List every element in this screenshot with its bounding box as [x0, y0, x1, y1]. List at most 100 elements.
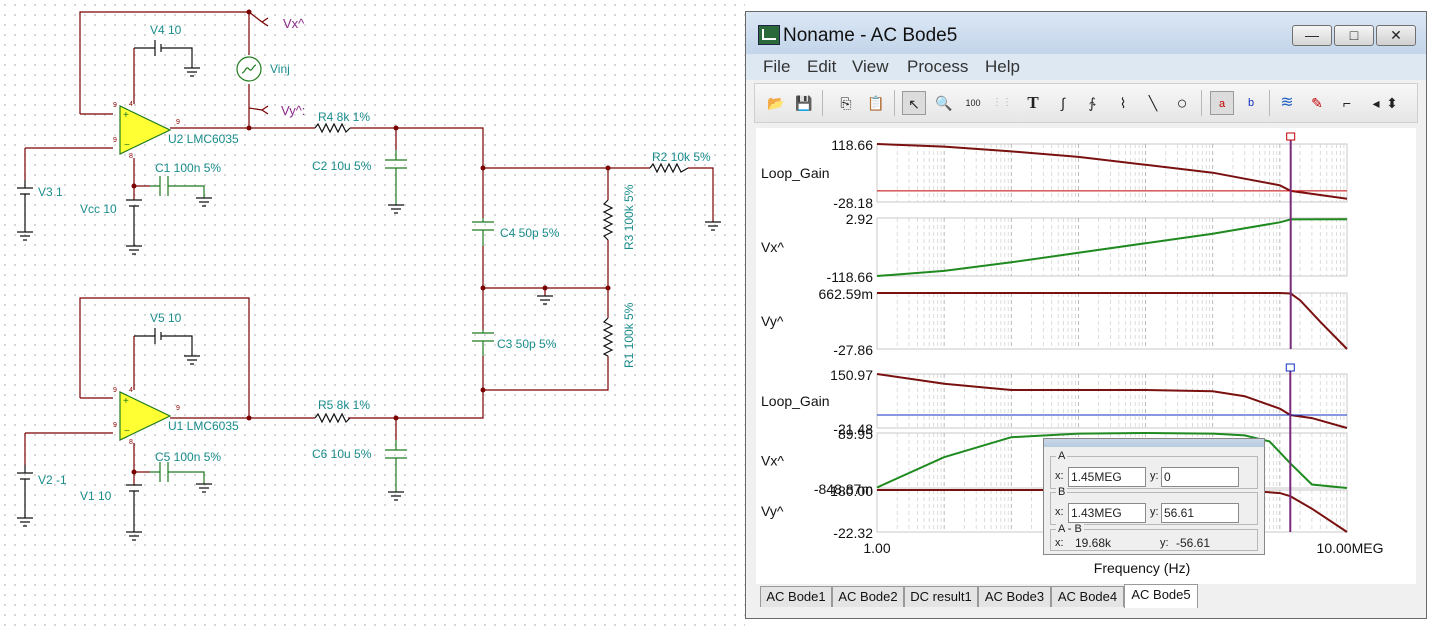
capacitor-c5-symbol[interactable] — [150, 462, 205, 484]
panel-series-name: Loop_Gain — [761, 393, 830, 409]
cursor-b-icon[interactable]: b — [1247, 97, 1255, 109]
vinj-source-symbol[interactable] — [236, 56, 262, 82]
svg-text:−: − — [124, 140, 130, 151]
battery-v3-symbol[interactable] — [17, 180, 33, 232]
resistor-r2-symbol[interactable] — [649, 162, 689, 174]
op-amp-u1[interactable]: + − — [119, 391, 172, 441]
plot-panel-frame — [876, 217, 1348, 277]
menu-file[interactable]: File — [763, 57, 791, 76]
cursor-diff-x: 19.68k — [1075, 536, 1112, 550]
svg-text:−: − — [124, 426, 130, 437]
app-chart-icon — [758, 25, 780, 45]
cursor-b-x-field[interactable]: 1.43MEG — [1068, 503, 1146, 523]
open-folder-icon[interactable]: 📂 — [767, 95, 785, 111]
title-bar[interactable]: Noname - AC Bode5 — □ ✕ — [746, 12, 1426, 54]
bode-plot-chart[interactable]: 118.66-28.18Loop_Gain2.92-118.66Vx^662.5… — [756, 128, 1416, 584]
capacitor-c6-symbol[interactable] — [385, 440, 407, 492]
scroll-left-icon[interactable]: ◂ — [1372, 95, 1380, 111]
y-label: y: — [1160, 537, 1169, 549]
tab-dc-result1[interactable]: DC result1 — [904, 586, 978, 607]
curve-tool-3-icon[interactable]: ⌇ — [1119, 95, 1127, 111]
label-v2: V2 -1 — [38, 473, 67, 487]
schematic-canvas[interactable]: + − + − 9 9 9 4 8 9 9 9 4 8 — [0, 0, 745, 626]
maximize-button[interactable]: □ — [1334, 25, 1374, 46]
capacitor-c2-symbol[interactable] — [385, 150, 407, 205]
battery-v2-symbol[interactable] — [17, 465, 33, 518]
y-min-tick-label: -27.86 — [833, 342, 873, 358]
cursor-a-icon[interactable]: a — [1210, 91, 1234, 115]
text-tool-icon[interactable]: T — [1027, 93, 1039, 112]
cursor-a-handle[interactable] — [1286, 132, 1296, 141]
close-button[interactable]: ✕ — [1376, 25, 1416, 46]
x-label: x: — [1055, 537, 1064, 549]
y-label: y: — [1150, 470, 1159, 482]
save-disk-icon[interactable]: 💾 — [795, 95, 813, 111]
pin-number: 8 — [129, 439, 133, 446]
series-line-0[interactable] — [876, 143, 1348, 200]
window-title: Noname - AC Bode5 — [783, 25, 958, 46]
capacitor-c1-symbol[interactable] — [150, 176, 205, 198]
step-icon[interactable]: ⌐ — [1342, 95, 1352, 111]
y-max-tick-label: 2.92 — [846, 211, 873, 227]
battery-v5-symbol[interactable] — [134, 328, 193, 356]
menu-edit[interactable]: Edit — [807, 57, 837, 76]
cursor-readout-panel[interactable]: A x: 1.45MEG y: 0 B x: 1.43MEG y: 56.61 … — [1043, 438, 1265, 555]
label-c3: C3 50p 5% — [497, 337, 557, 351]
menu-help[interactable]: Help — [985, 57, 1020, 76]
circle-tool-icon[interactable]: ○ — [1176, 93, 1188, 113]
curve-tool-icon[interactable]: ∫ — [1061, 95, 1065, 111]
zoom-100-icon[interactable]: 100 — [965, 98, 981, 108]
battery-vcc-symbol[interactable] — [126, 199, 142, 246]
x-axis-label: Frequency (Hz) — [1094, 560, 1190, 576]
zoom-in-icon[interactable]: 🔍 — [935, 95, 953, 111]
cursor-diff-y: -56.61 — [1176, 536, 1211, 550]
cursor-a-y-field[interactable]: 0 — [1161, 467, 1239, 487]
probe-icon[interactable]: ✎ — [1311, 95, 1323, 111]
line-tool-icon[interactable]: ╲ — [1148, 95, 1158, 111]
resistor-r5-symbol[interactable] — [314, 412, 351, 424]
resistor-r4-symbol[interactable] — [314, 122, 351, 134]
series-line-4[interactable] — [876, 431, 1348, 489]
plot-panel-frame — [876, 143, 1348, 203]
tab-ac-bode2[interactable]: AC Bode2 — [832, 586, 904, 607]
select-arrow-icon[interactable]: ↖ — [902, 91, 926, 115]
waveform-icon[interactable]: ≋ — [1280, 94, 1294, 111]
capacitor-c3-symbol[interactable] — [472, 330, 494, 356]
cursor-diff-label: A - B — [1056, 523, 1084, 535]
tab-ac-bode5[interactable]: AC Bode5 — [1124, 584, 1198, 608]
label-r1: R1 100k 5% — [622, 302, 636, 368]
series-line-3[interactable] — [876, 373, 1348, 429]
tab-ac-bode1[interactable]: AC Bode1 — [760, 586, 832, 607]
tab-ac-bode4[interactable]: AC Bode4 — [1051, 586, 1124, 607]
battery-v1-symbol[interactable] — [126, 484, 142, 532]
cursor-a-label: A — [1056, 450, 1068, 462]
svg-text:+: + — [123, 110, 129, 121]
paste-icon[interactable]: 📋 — [867, 95, 885, 111]
cursor-a-x-field[interactable]: 1.45MEG — [1068, 467, 1146, 487]
curve-tool-2-icon[interactable]: ∱ — [1088, 95, 1096, 111]
label-r2: R2 10k 5% — [652, 150, 711, 164]
series-line-1[interactable] — [876, 218, 1348, 277]
x-tick-label: 1.00 — [863, 540, 890, 556]
panel-series-name: Vy^ — [761, 313, 784, 329]
op-amp-u2[interactable]: + − — [119, 105, 172, 155]
grid-icon[interactable]: ⋮⋮ — [992, 97, 1012, 108]
plot-panel-frame — [876, 373, 1348, 429]
copy-icon[interactable]: ⎘ — [840, 95, 852, 111]
battery-v4-symbol[interactable] — [134, 40, 193, 68]
tab-ac-bode3[interactable]: AC Bode3 — [978, 586, 1051, 607]
pin-number: 9 — [113, 422, 117, 429]
menu-view[interactable]: View — [852, 57, 889, 76]
x-label: x: — [1055, 470, 1064, 482]
minimize-button[interactable]: — — [1292, 25, 1332, 46]
cursor-b-y-field[interactable]: 56.61 — [1161, 503, 1239, 523]
scroll-updown-icon[interactable]: ⬍ — [1386, 95, 1398, 111]
resistor-r1-symbol[interactable] — [602, 317, 614, 357]
toolbar-separator — [822, 90, 823, 116]
cursor-diff-group: A - B x: 19.68k y: -56.61 — [1050, 523, 1258, 551]
resistor-r3-symbol[interactable] — [602, 199, 614, 241]
cursor-panel-header[interactable] — [1044, 439, 1264, 447]
cursor-b-handle[interactable] — [1285, 363, 1295, 372]
capacitor-c4-symbol[interactable] — [472, 218, 494, 246]
menu-process[interactable]: Process — [907, 57, 969, 76]
